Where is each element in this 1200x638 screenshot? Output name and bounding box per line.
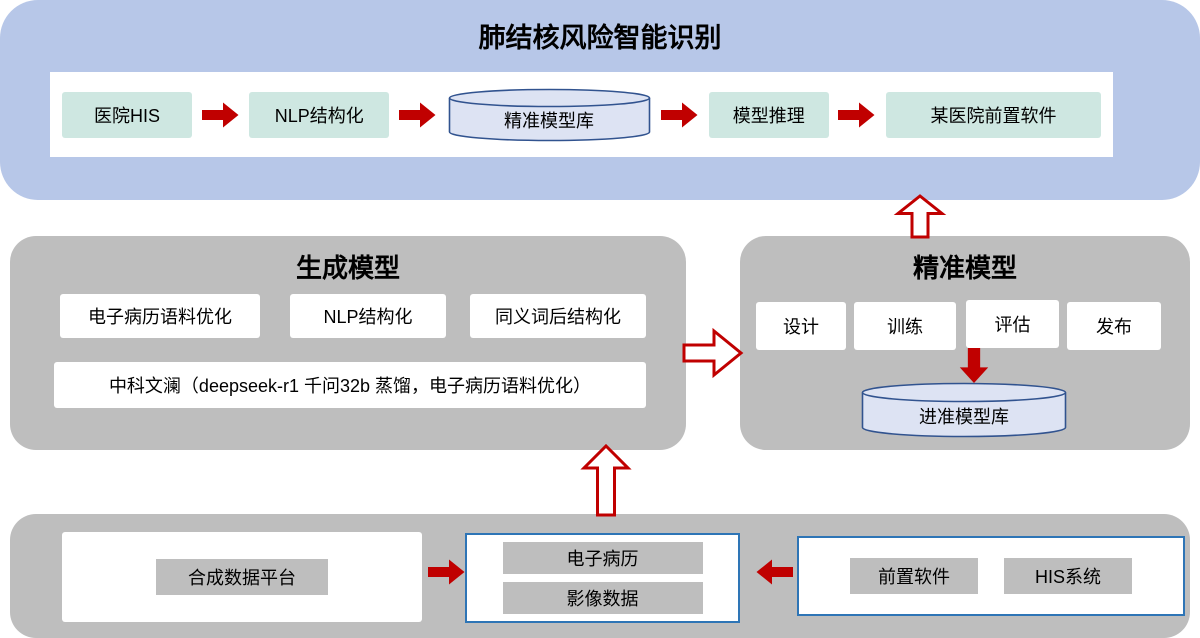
database-cylinder-icon: [861, 382, 1067, 438]
hospital-frontend-box: 某医院前置软件: [886, 91, 1101, 138]
synonym-structuring-box: 同义词后结构化: [470, 294, 646, 338]
evaluate-step-box: 评估: [966, 300, 1059, 348]
arrow-generation-to-precision-icon: [682, 327, 744, 379]
precision-model-db-lower-label: 进准模型库: [919, 407, 1009, 427]
arrow-evaluate-to-modeldb-icon: [959, 348, 989, 384]
data-sources-panel: 合成数据平台 电子病历 影像数据 前置软件 HIS系统: [10, 514, 1190, 638]
model-inference-box: 模型推理: [708, 91, 829, 138]
his-system-box: HIS系统: [1004, 558, 1132, 594]
train-step-box: 训练: [854, 302, 956, 350]
arrow-precision-to-top-icon: [893, 194, 947, 239]
hospital-systems-container: 前置软件 HIS系统: [797, 536, 1185, 616]
arrow-inference-to-frontend-icon: [838, 102, 875, 127]
top-panel-title: 肺结核风险智能识别: [478, 23, 722, 53]
emr-corpus-opt-box: 电子病历语料优化: [60, 294, 260, 338]
precision-model-db-label: 精准模型库: [504, 110, 594, 131]
synth-platform-container: 合成数据平台: [62, 532, 422, 622]
precision-panel-title: 精准模型: [912, 253, 1017, 283]
hospital-his-box: 医院HIS: [62, 91, 192, 138]
precision-model-db-cylinder: 精准模型库: [447, 88, 652, 142]
generation-panel-title: 生成模型: [295, 253, 400, 283]
base-model-box: 中科文澜（deepseek-r1 千问32b 蒸馏，电子病历语料优化）: [54, 362, 646, 408]
arrow-nlp-to-modeldb-icon: [398, 102, 436, 127]
generation-model-panel: 生成模型 电子病历语料优化 NLP结构化 同义词后结构化 中科文澜（deepse…: [10, 236, 686, 450]
design-step-box: 设计: [756, 302, 846, 350]
nlp-structuring-box: NLP结构化: [249, 91, 390, 138]
frontend-software-box: 前置软件: [850, 558, 978, 594]
top-flow-strip: 医院HIS NLP结构化 精准模型库 模型推理 某医院前置软件: [50, 72, 1113, 157]
top-panel: 肺结核风险智能识别 医院HIS NLP结构化 精准模型库 模型推理 某医院前置软…: [0, 0, 1200, 200]
database-cylinder-icon: [448, 88, 650, 141]
arrow-his-to-nlp-icon: [201, 102, 239, 127]
publish-step-box: 发布: [1067, 302, 1161, 350]
synth-platform-box: 合成数据平台: [156, 559, 328, 595]
emr-box: 电子病历: [502, 542, 703, 575]
imaging-data-box: 影像数据: [502, 581, 703, 614]
arrow-synth-to-emr-icon: [428, 559, 465, 585]
precision-model-db-cylinder-lower: 进准模型库: [860, 382, 1068, 438]
precision-model-panel: 精准模型 设计 训练 评估 发布 进准模型库: [740, 236, 1190, 450]
arrow-modeldb-to-inference-icon: [661, 102, 698, 127]
nlp-structuring-box-gen: NLP结构化: [290, 294, 446, 338]
arrow-data-to-generation-icon: [580, 444, 632, 517]
arrow-his-to-data-icon: [756, 559, 793, 585]
emr-data-container: 电子病历 影像数据: [465, 533, 740, 623]
